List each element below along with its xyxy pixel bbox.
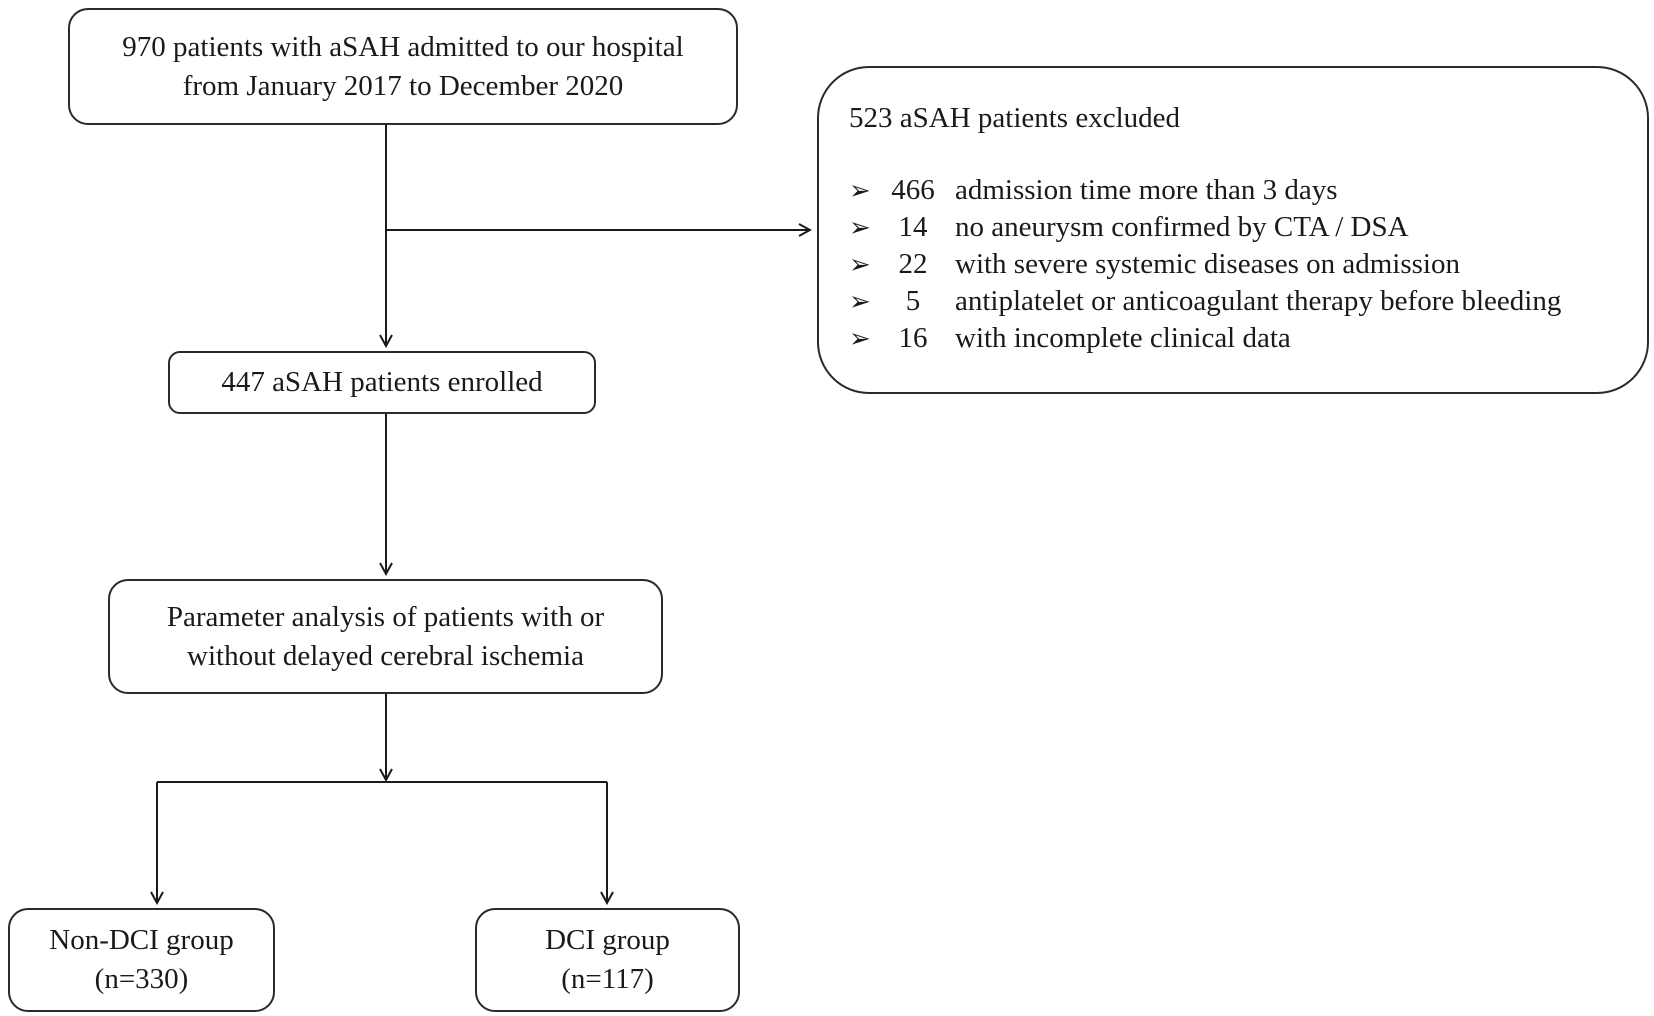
exclusion-reason: antiplatelet or anticoagulant therapy be… [955, 285, 1562, 317]
exclusion-item: ➢ 5 antiplatelet or anticoagulant therap… [849, 283, 1561, 320]
exclusion-reason: admission time more than 3 days [955, 174, 1338, 206]
exclusion-item: ➢ 14 no aneurysm confirmed by CTA / DSA [849, 209, 1561, 246]
exclusion-count: 16 [898, 322, 928, 354]
arrow-bullet-icon: ➢ [849, 176, 871, 205]
arrow-bullet-icon: ➢ [849, 213, 871, 242]
exclusion-item: ➢ 466 admission time more than 3 days [849, 172, 1561, 209]
source-population-box: 970 patients with aSAH admitted to our h… [68, 8, 738, 125]
source-line-2: from January 2017 to December 2020 [182, 69, 624, 102]
exclusion-count: 5 [905, 285, 921, 317]
exclusion-reason: with severe systemic diseases on admissi… [955, 248, 1460, 280]
arrow-bullet-icon: ➢ [849, 324, 871, 353]
arrow-bullet-icon: ➢ [849, 287, 871, 316]
exclusion-count: 466 [891, 174, 935, 206]
exclusion-item: ➢ 22 with severe systemic diseases on ad… [849, 246, 1561, 283]
analysis-line-2: without delayed cerebral ischemia [187, 639, 584, 672]
exclusion-reason: with incomplete clinical data [955, 322, 1291, 354]
exclusion-reason: no aneurysm confirmed by CTA / DSA [955, 211, 1409, 243]
analysis-box: Parameter analysis of patients with or w… [108, 579, 663, 694]
exclusion-item: ➢ 16 with incomplete clinical data [849, 320, 1561, 357]
arrow-bullet-icon: ➢ [849, 250, 871, 279]
excluded-box: 523 aSAH patients excluded ➢ 466 admissi… [817, 66, 1649, 394]
non-dci-group-box: Non-DCI group (n=330) [8, 908, 275, 1012]
exclusion-count: 22 [898, 248, 928, 280]
excluded-title: 523 aSAH patients excluded [849, 102, 1181, 134]
dci-group-name: DCI group [545, 924, 670, 956]
analysis-line-1: Parameter analysis of patients with or [166, 600, 605, 633]
non-dci-group-name: Non-DCI group [49, 924, 234, 956]
dci-group-box: DCI group (n=117) [475, 908, 740, 1012]
enrolled-label: 447 aSAH patients enrolled [221, 366, 543, 398]
non-dci-group-count: (n=330) [94, 963, 189, 995]
source-line-1: 970 patients with aSAH admitted to our h… [122, 30, 684, 63]
enrolled-box: 447 aSAH patients enrolled [168, 351, 596, 414]
dci-group-count: (n=117) [561, 963, 654, 995]
exclusion-list: ➢ 466 admission time more than 3 days ➢ … [849, 172, 1561, 357]
exclusion-count: 14 [898, 211, 928, 243]
